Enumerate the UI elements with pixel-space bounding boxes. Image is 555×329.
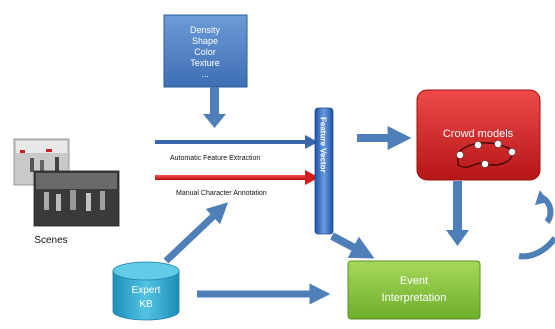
event-label-line2: Interpretation bbox=[382, 292, 447, 304]
crowd-models-box bbox=[416, 89, 541, 181]
kb-to-annotation-arrow bbox=[163, 202, 229, 264]
feedback-curve-top-head bbox=[535, 190, 548, 205]
feedback-curve-bottom bbox=[518, 236, 555, 260]
feature-ellipsis: ... bbox=[201, 69, 209, 79]
manual-arrow-label: Manual Character Annotation bbox=[176, 190, 267, 197]
feature-vector-bar bbox=[314, 107, 334, 235]
scenes-images bbox=[13, 138, 120, 227]
event-label-line1: Event bbox=[400, 275, 428, 287]
expert-kb-line2: KB bbox=[139, 299, 153, 310]
scenes-label: Scenes bbox=[34, 235, 67, 246]
automatic-arrow bbox=[155, 135, 318, 149]
features-down-arrow bbox=[203, 87, 226, 128]
feature-shape: Shape bbox=[192, 36, 218, 46]
manual-arrow bbox=[155, 170, 319, 185]
feature-color: Color bbox=[194, 47, 216, 57]
crowd-models-label: Crowd models bbox=[443, 128, 514, 140]
feature-texture: Texture bbox=[190, 58, 220, 68]
models-to-event-arrow bbox=[446, 181, 469, 246]
feature-vector-label: Feature Vector bbox=[319, 117, 328, 173]
expert-kb-line1: Expert bbox=[132, 285, 161, 296]
feature-density: Density bbox=[190, 25, 221, 35]
automatic-arrow-label: Automatic Feature Extraction bbox=[170, 155, 260, 162]
expert-kb-cylinder bbox=[112, 261, 180, 321]
features-box: Density Shape Color Texture ... bbox=[163, 14, 248, 88]
vector-to-event-arrow bbox=[330, 232, 375, 259]
event-interpretation-box bbox=[347, 260, 481, 320]
